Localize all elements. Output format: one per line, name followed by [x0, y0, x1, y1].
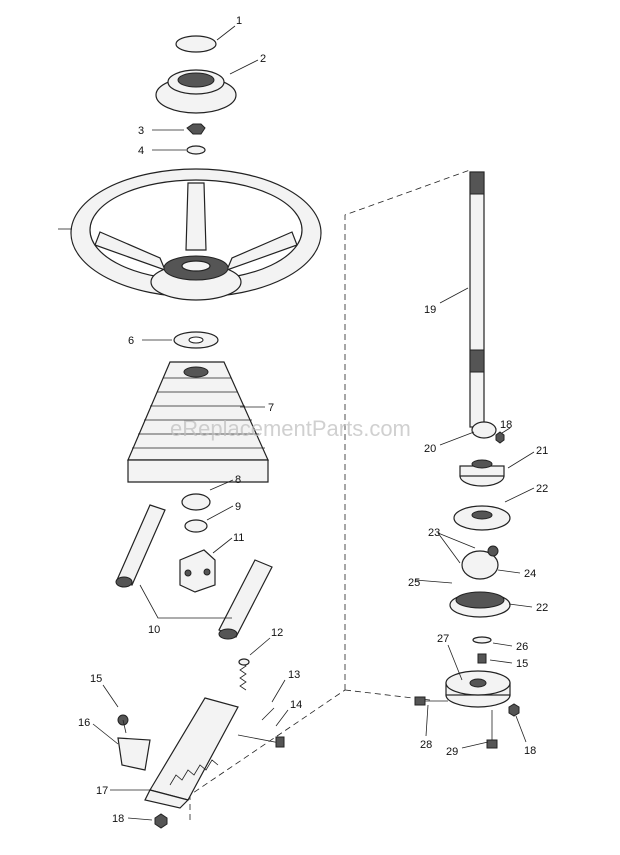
steering-wheel — [70, 168, 322, 301]
callout-16: 16 — [78, 717, 90, 729]
washer — [186, 145, 206, 155]
callout-18b: 18 — [500, 419, 512, 431]
nut — [154, 813, 168, 829]
callout-18c: 18 — [524, 745, 536, 757]
callout-15a: 15 — [90, 673, 102, 685]
pin — [261, 707, 275, 721]
lower-flange — [445, 670, 511, 708]
callout-19: 19 — [424, 304, 436, 316]
screw — [477, 653, 487, 664]
spring — [238, 658, 250, 691]
callout-12: 12 — [271, 627, 283, 639]
callout-24: 24 — [524, 568, 536, 580]
pivot-tube-left — [115, 504, 166, 588]
callout-21: 21 — [536, 445, 548, 457]
cross-gear — [461, 545, 499, 580]
nut — [508, 703, 520, 717]
callout-28: 28 — [420, 739, 432, 751]
callout-18a: 18 — [112, 813, 124, 825]
callout-8: 8 — [235, 474, 241, 486]
callout-26: 26 — [516, 641, 528, 653]
gear-lower — [449, 591, 511, 618]
callout-2: 2 — [260, 53, 266, 65]
callout-14: 14 — [290, 699, 302, 711]
pedal-bracket — [144, 697, 239, 809]
horn-cap — [175, 35, 217, 53]
callout-22a: 22 — [536, 483, 548, 495]
callout-22b: 22 — [536, 602, 548, 614]
flange-bolt-center — [486, 710, 498, 749]
callout-3: 3 — [138, 125, 144, 137]
callout-25: 25 — [408, 577, 420, 589]
callout-27: 27 — [437, 633, 449, 645]
flange-bolt-left — [414, 696, 448, 706]
callout-17: 17 — [96, 785, 108, 797]
steering-shaft — [469, 171, 485, 428]
knob-screw — [117, 714, 129, 734]
nut — [495, 431, 505, 444]
ring — [184, 519, 208, 533]
callout-20: 20 — [424, 443, 436, 455]
callout-6: 6 — [128, 335, 134, 347]
washer — [472, 636, 492, 644]
upper-hub — [459, 459, 505, 487]
pivot-block — [179, 549, 216, 593]
callout-15b: 15 — [516, 658, 528, 670]
snap-ring — [471, 421, 497, 439]
callout-23: 23 — [428, 527, 440, 539]
pivot-tube-right — [218, 559, 273, 640]
callout-10: 10 — [148, 624, 160, 636]
callout-7: 7 — [268, 402, 274, 414]
callout-11: 11 — [233, 532, 244, 544]
bushing — [181, 493, 211, 511]
callout-29: 29 — [446, 746, 458, 758]
gear-upper — [453, 505, 511, 531]
callout-4: 4 — [138, 145, 144, 157]
callout-1: 1 — [236, 15, 242, 27]
watermark: eReplacementParts.com — [170, 416, 411, 441]
hub-cover — [155, 69, 237, 114]
hex-nut — [186, 123, 206, 135]
rubber-boot — [127, 361, 269, 483]
callout-9: 9 — [235, 501, 241, 513]
callout-13: 13 — [288, 669, 300, 681]
pedal-pad — [117, 737, 151, 771]
bolt — [237, 734, 285, 748]
